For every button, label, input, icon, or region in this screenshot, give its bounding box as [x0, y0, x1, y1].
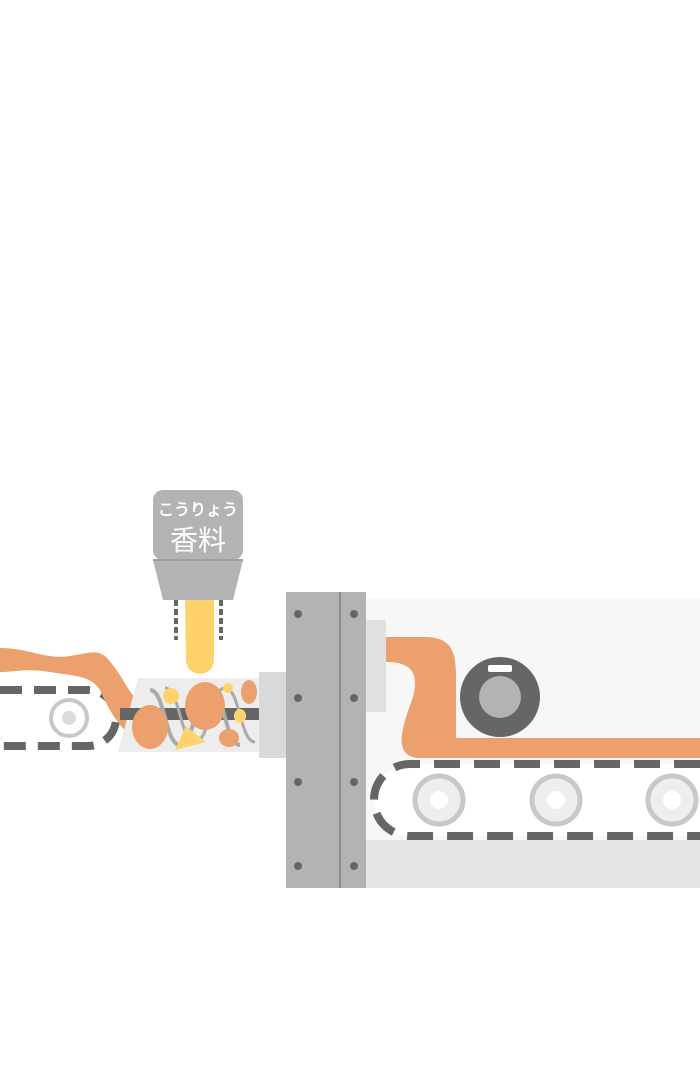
- machine-base-shadow: [365, 840, 700, 888]
- right-conveyor: [370, 760, 700, 840]
- machine-column: [286, 592, 366, 888]
- incoming-dough: [0, 648, 150, 740]
- flavor-bit: [175, 726, 206, 750]
- screw-mixer: [118, 678, 262, 752]
- hopper-label: 香料: [170, 524, 226, 557]
- hopper-funnel: [153, 560, 243, 600]
- dough-blob: [219, 729, 239, 747]
- flavor-bit: [234, 709, 246, 723]
- dough-blob: [241, 680, 257, 704]
- bolt-icon: [350, 694, 358, 702]
- dough-blob: [132, 705, 168, 749]
- outgoing-dough-sheet: [386, 637, 700, 758]
- press-roller-inner: [479, 676, 521, 718]
- bolt-icon: [294, 862, 302, 870]
- right-conveyor-roller-hub: [547, 791, 565, 809]
- press-roller-icon: [460, 657, 540, 737]
- bolt-icon: [350, 862, 358, 870]
- bolt-icon: [294, 610, 302, 618]
- outlet-block: [366, 620, 386, 712]
- left-conveyor-roller-hub: [62, 711, 76, 725]
- hopper-label-ruby: こうりょう: [158, 500, 238, 519]
- flavor-hopper-icon: こうりょう 香料: [153, 490, 243, 674]
- flavor-bit: [163, 688, 179, 704]
- dough-blob: [185, 682, 225, 730]
- bolt-icon: [350, 610, 358, 618]
- coupling-block: [259, 672, 289, 758]
- right-conveyor-roller-hub: [663, 791, 681, 809]
- flavor-bit: [223, 683, 233, 693]
- flavor-stream: [185, 600, 214, 674]
- bolt-icon: [294, 778, 302, 786]
- bolt-icon: [294, 694, 302, 702]
- machine-column-body: [286, 592, 366, 888]
- press-roller-marker: [488, 665, 512, 672]
- hopper-box: [153, 490, 243, 560]
- right-conveyor-roller-hub: [430, 791, 448, 809]
- bolt-icon: [350, 778, 358, 786]
- left-conveyor: [0, 686, 120, 750]
